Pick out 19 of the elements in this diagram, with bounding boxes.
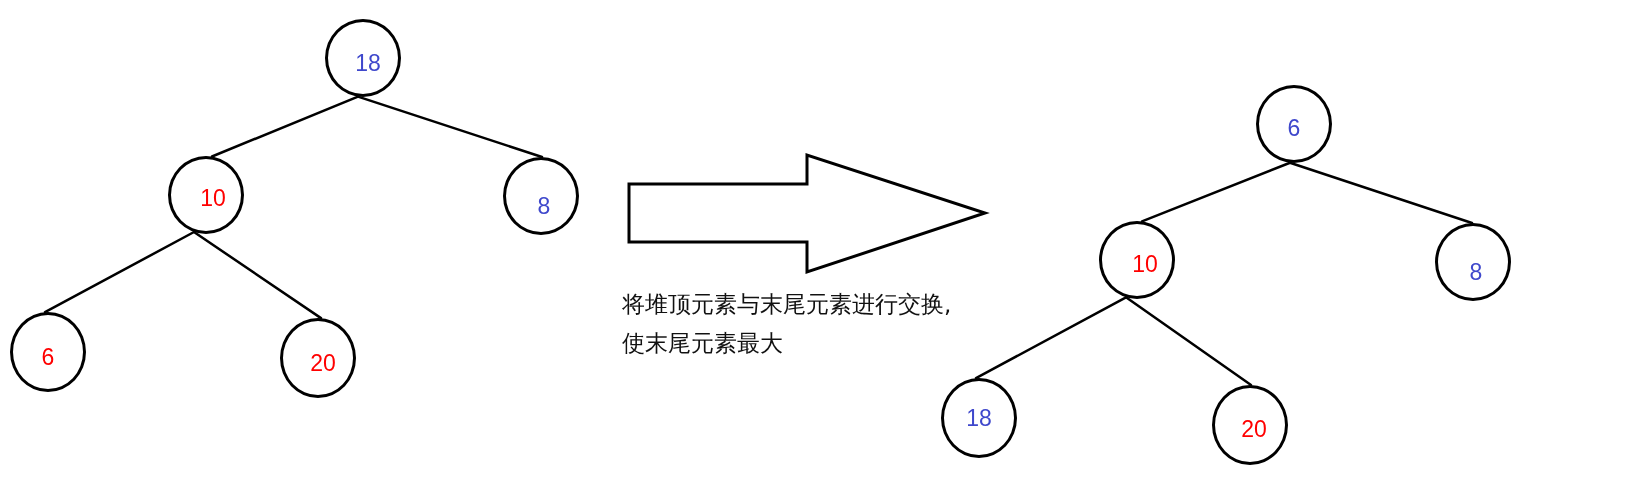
node-value: 6 bbox=[1287, 116, 1301, 140]
node-value: 20 bbox=[1241, 417, 1267, 441]
tree-edge bbox=[356, 95, 544, 159]
node-value: 8 bbox=[537, 194, 551, 218]
tree-edge bbox=[974, 296, 1128, 380]
tree-edge bbox=[1124, 296, 1253, 387]
node-value: 18 bbox=[355, 51, 381, 75]
node-value: 6 bbox=[41, 345, 55, 369]
node-value: 20 bbox=[310, 351, 336, 375]
tree-edge bbox=[1140, 161, 1292, 223]
node-value: 10 bbox=[1132, 252, 1158, 276]
tree-edge bbox=[192, 230, 323, 320]
tree-edge bbox=[1288, 161, 1474, 225]
tree-edge bbox=[43, 230, 196, 314]
node-value: 8 bbox=[1469, 260, 1483, 284]
tree-edge bbox=[210, 95, 360, 158]
node-value: 18 bbox=[966, 406, 992, 430]
node-value: 10 bbox=[200, 186, 226, 210]
annotation-text: 将堆顶元素与末尾元素进行交换,使末尾元素最大 bbox=[622, 290, 953, 358]
